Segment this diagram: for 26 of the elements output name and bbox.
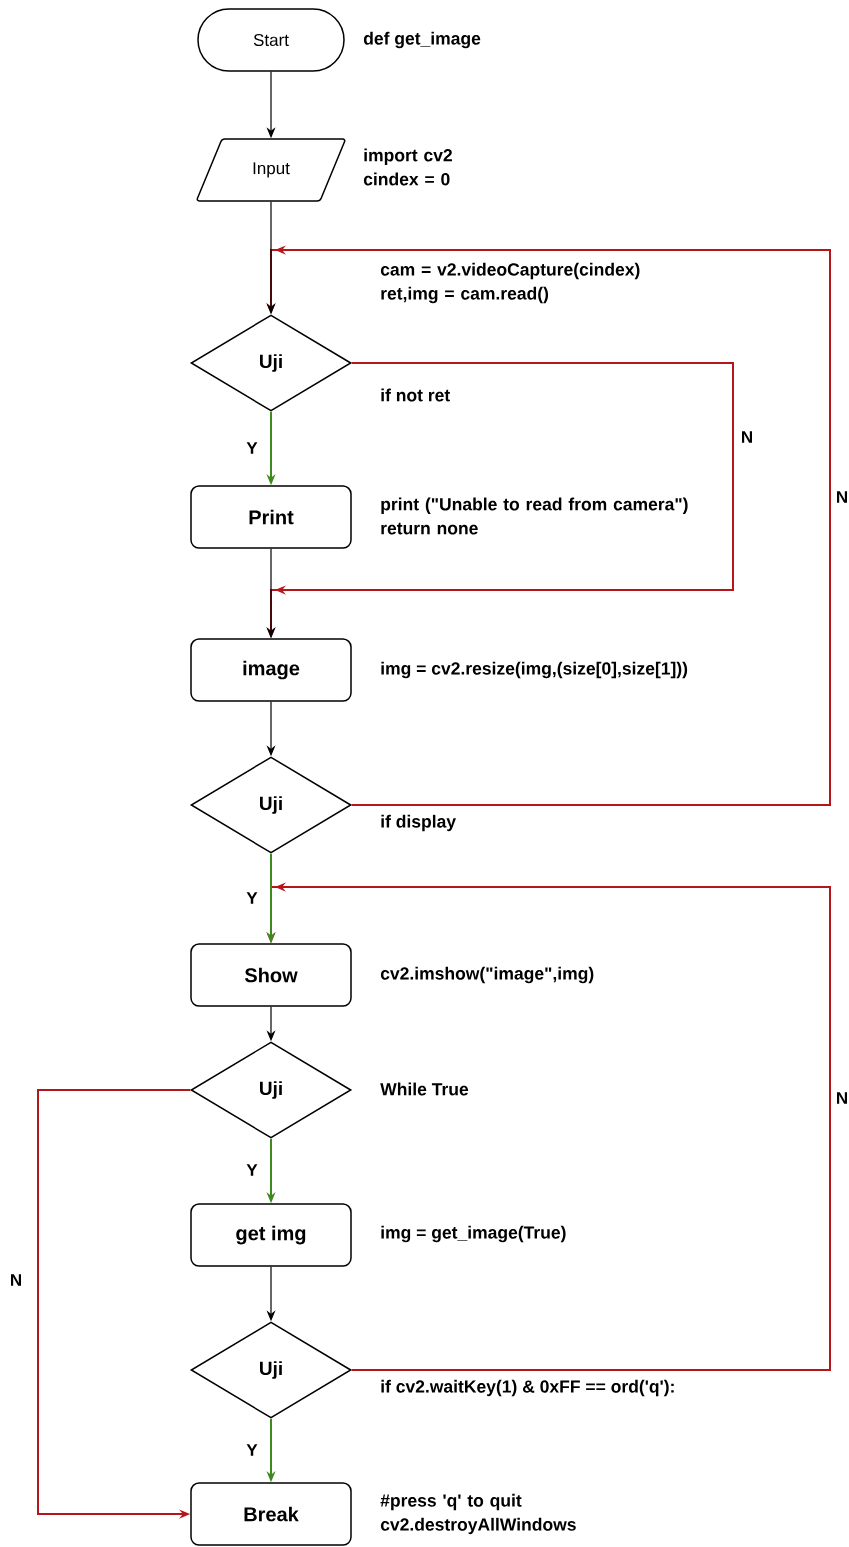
process-box: Break bbox=[190, 1482, 352, 1546]
code-text: if display bbox=[381, 814, 456, 832]
input-parallelogram: Input bbox=[196, 138, 346, 202]
edge-label: Y bbox=[246, 1164, 258, 1176]
process-box: Print bbox=[190, 485, 352, 549]
edge-label: N bbox=[11, 1274, 21, 1286]
code-text: img = get_image(True) bbox=[381, 1225, 566, 1243]
edge-label: Y bbox=[246, 892, 258, 904]
process-box: get img bbox=[190, 1203, 352, 1267]
code-text: #press 'q' to quit cv2.destroyAllWindows bbox=[380, 1493, 576, 1535]
code-text: def get_image bbox=[363, 31, 481, 49]
process-box: Show bbox=[190, 943, 352, 1007]
edge-label: Y bbox=[246, 442, 258, 454]
code-text: if cv2.waitKey(1) & 0xFF == ord('q'): bbox=[381, 1379, 674, 1397]
code-text: import cv2 cindex = 0 bbox=[363, 148, 452, 186]
edge-label: N bbox=[837, 491, 847, 503]
code-text: While True bbox=[380, 1082, 469, 1096]
code-text: img = cv2.resize(img,(size[0],size[1])) bbox=[381, 661, 688, 679]
code-text: cam = v2.videoCapture(cindex) ret,img = cam.read() bbox=[380, 262, 640, 304]
process-box: image bbox=[190, 638, 352, 702]
edge-label: Y bbox=[246, 1444, 258, 1456]
code-text: if not ret bbox=[381, 388, 450, 402]
edge-label: N bbox=[837, 1092, 847, 1104]
code-text: cv2.imshow("image",img) bbox=[380, 966, 594, 984]
code-text: print ("Unable to read from camera") return none bbox=[381, 497, 688, 535]
edge-label: N bbox=[742, 431, 752, 443]
